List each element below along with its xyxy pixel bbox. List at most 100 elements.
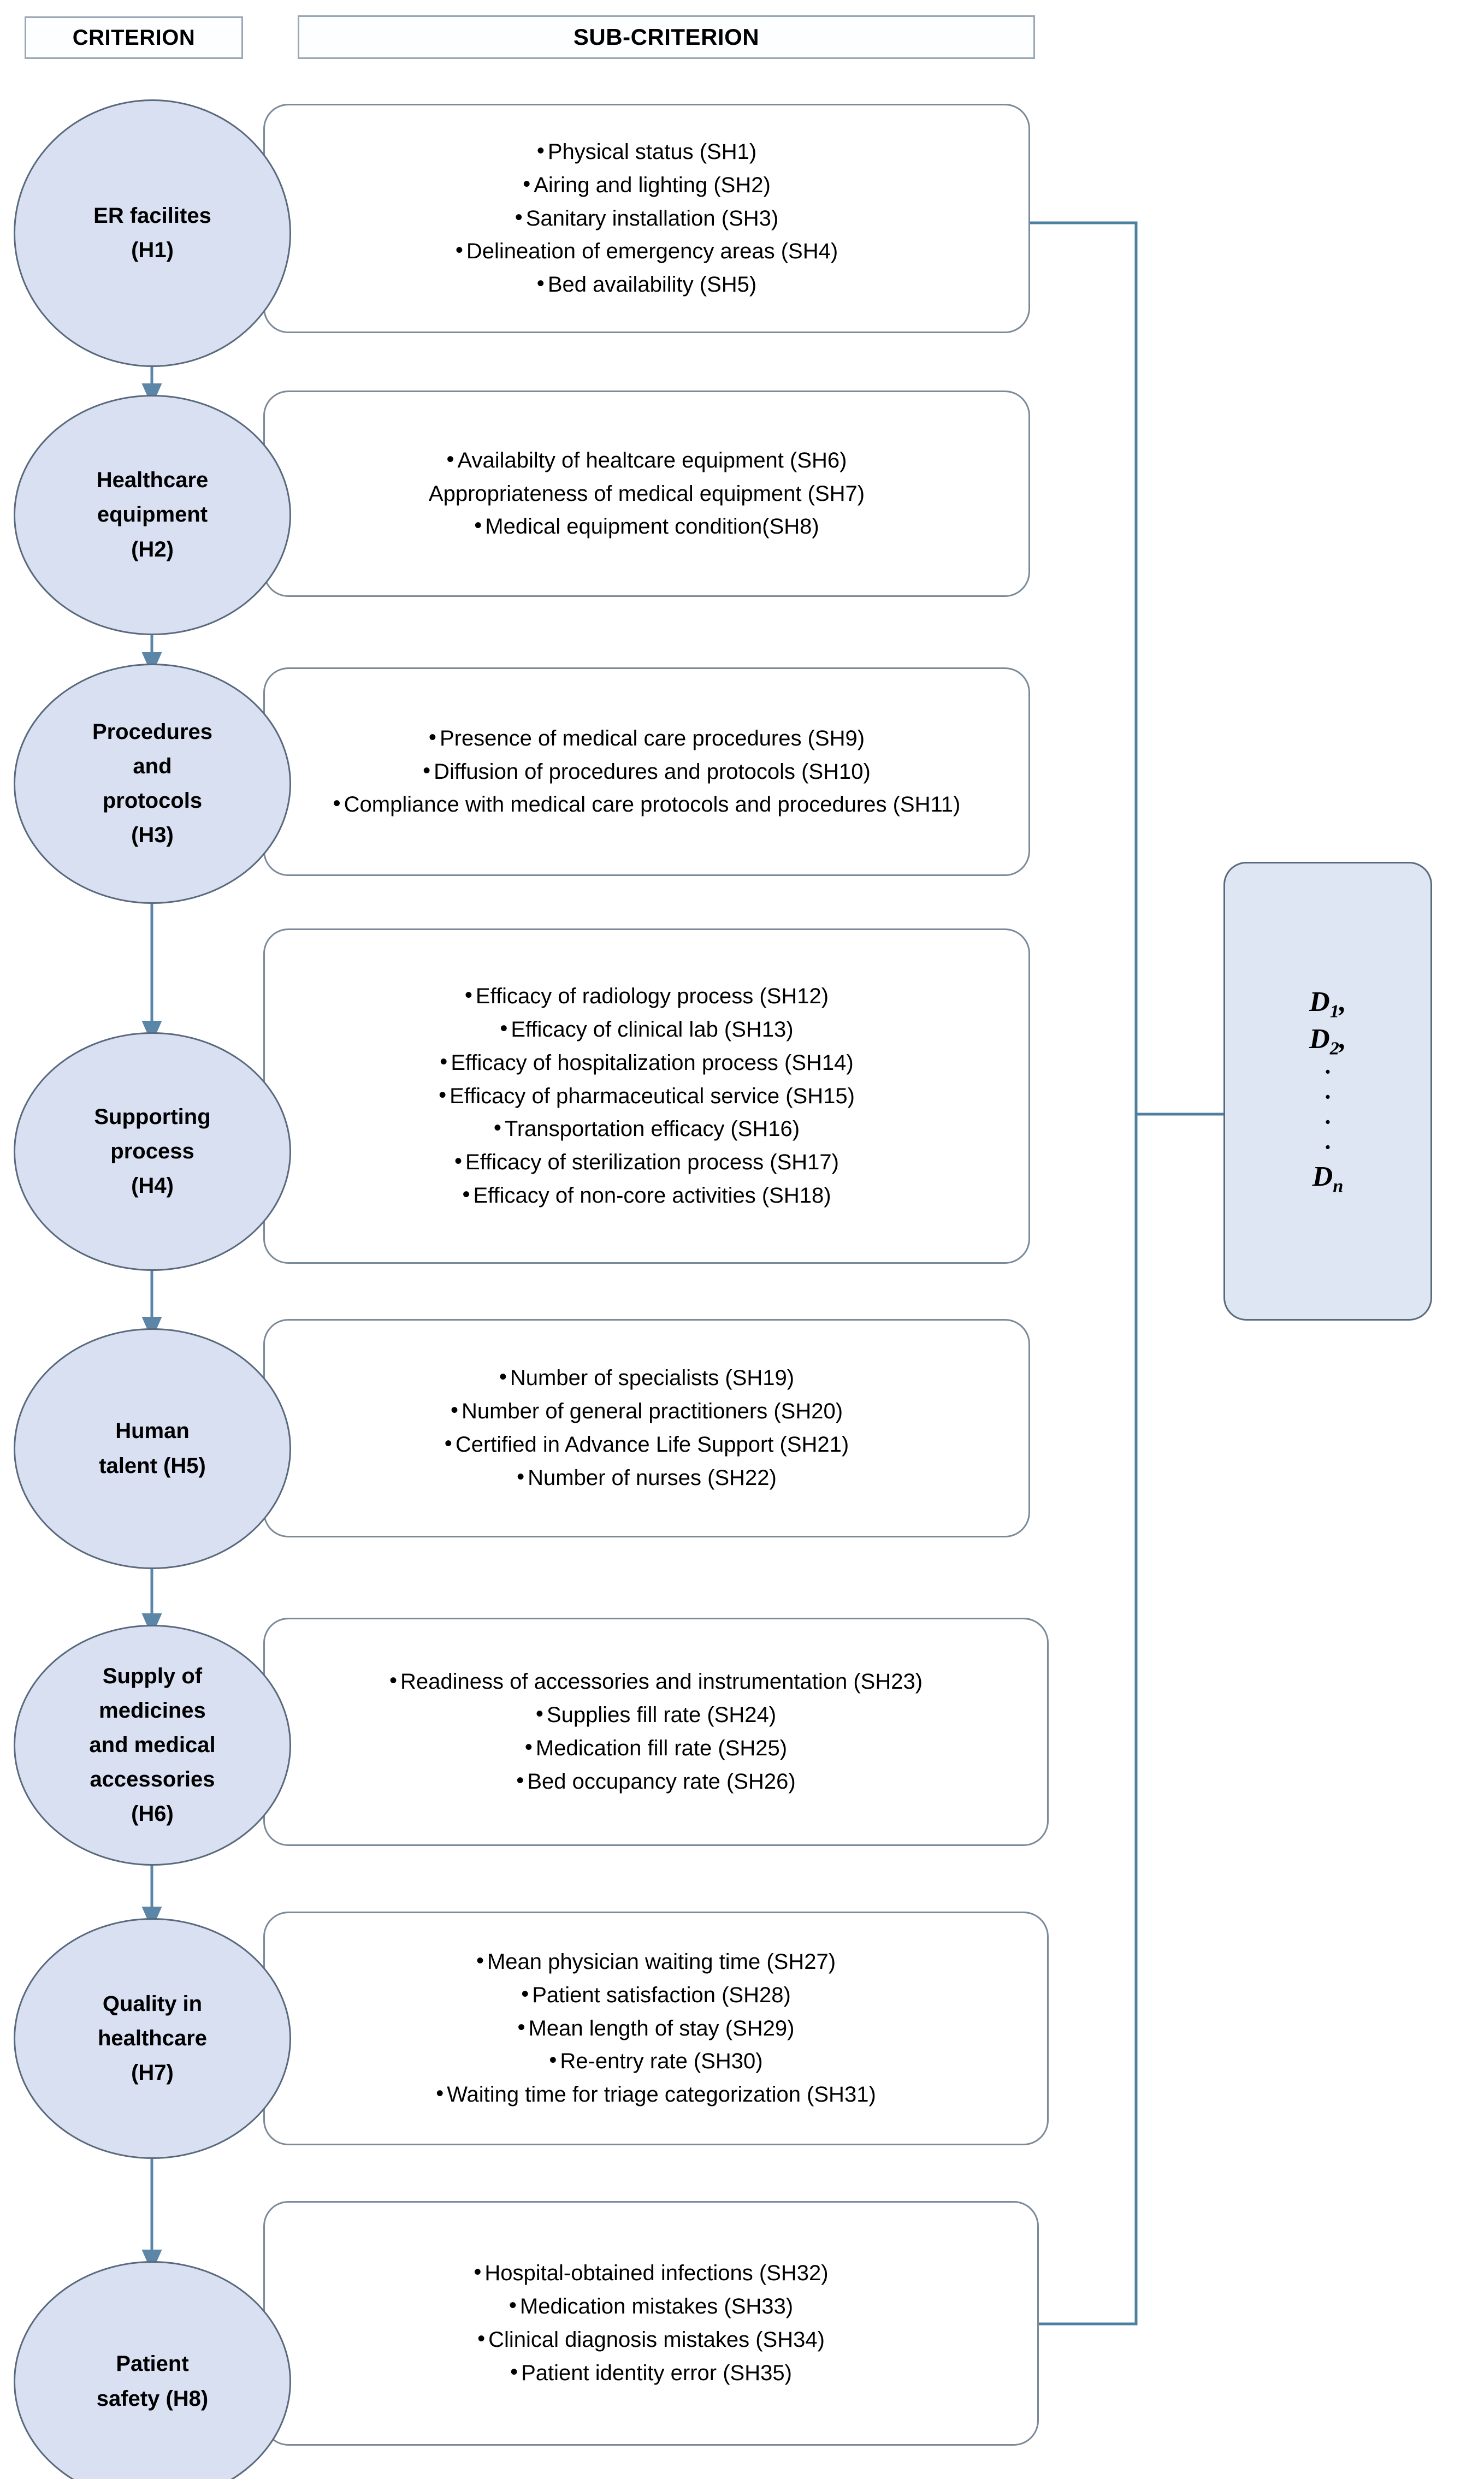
subcriterion-item: •Presence of medical care procedures (SH… bbox=[281, 722, 1012, 755]
alternative-Dn: Dn bbox=[1312, 1161, 1344, 1197]
subcriterion-label: Efficacy of clinical lab (SH13) bbox=[511, 1017, 794, 1042]
subcriterion-label: Efficacy of sterilization process (SH17) bbox=[465, 1150, 839, 1175]
bullet-icon: • bbox=[536, 139, 545, 163]
subcriterion-item: •Physical status (SH1) bbox=[281, 135, 1012, 169]
subcriterion-item: •Airing and lighting (SH2) bbox=[281, 169, 1012, 202]
bullet-icon: • bbox=[536, 271, 545, 296]
criterion-node-H5[interactable]: Human talent (H5) bbox=[14, 1328, 291, 1569]
criterion-node-H8[interactable]: Patient safety (H8) bbox=[14, 2261, 291, 2479]
subcriterion-item: •Efficacy of pharmaceutical service (SH1… bbox=[281, 1080, 1012, 1113]
criterion-label-H5: Human talent (H5) bbox=[99, 1419, 206, 1478]
subcriterion-label: Clinical diagnosis mistakes (SH34) bbox=[488, 2328, 825, 2352]
subcriterion-item: •Patient identity error (SH35) bbox=[281, 2357, 1021, 2390]
subcriterion-label: Delineation of emergency areas (SH4) bbox=[466, 239, 838, 264]
subcriterion-item: •Medication mistakes (SH33) bbox=[281, 2290, 1021, 2323]
criterion-node-H6[interactable]: Supply of medicines and medical accessor… bbox=[14, 1625, 291, 1866]
subcriterion-item: •Delineation of emergency areas (SH4) bbox=[281, 235, 1012, 268]
subcriteria-list-H8: •Hospital-obtained infections (SH32)•Med… bbox=[281, 2257, 1021, 2389]
bullet-icon: • bbox=[455, 238, 463, 263]
subcriterion-item: •Bed availability (SH5) bbox=[281, 268, 1012, 301]
criterion-node-H3[interactable]: Procedures and protocols (H3) bbox=[14, 664, 291, 904]
header-criterion: CRITERION bbox=[25, 16, 243, 59]
bullet-icon: • bbox=[439, 1082, 447, 1107]
subcriteria-box-H6: • Readiness of accessories and instrument… bbox=[263, 1618, 1049, 1846]
alternatives-ellipsis-dot: · bbox=[1323, 1134, 1332, 1161]
subcriterion-label: Readiness of accessories and instrumenta… bbox=[400, 1670, 923, 1694]
subcriteria-list-H2: •Availabilty of healtcare equipment (SH6… bbox=[281, 444, 1012, 543]
subcriterion-label: Appropriateness of medical equipment (SH… bbox=[428, 481, 865, 506]
subcriteria-list-H3: •Presence of medical care procedures (SH… bbox=[281, 722, 1012, 821]
subcriterion-label: Medical equipment condition(SH8) bbox=[485, 514, 819, 539]
bullet-icon: • bbox=[474, 2260, 482, 2285]
subcriterion-item: •Sanitary installation (SH3) bbox=[281, 202, 1012, 235]
subcriterion-label: Presence of medical care procedures (SH9… bbox=[439, 726, 865, 750]
subcriterion-label: Airing and lighting (SH2) bbox=[534, 173, 771, 197]
subcriterion-label: Medication fill rate (SH25) bbox=[535, 1736, 788, 1760]
subcriterion-item: •Efficacy of sterilization process (SH17… bbox=[281, 1146, 1012, 1179]
subcriterion-label: Number of nurses (SH22) bbox=[528, 1465, 777, 1490]
subcriterion-label: Patient identity error (SH35) bbox=[521, 2360, 792, 2385]
bullet-icon: • bbox=[523, 171, 531, 196]
subcriterion-item: •Medication fill rate (SH25) bbox=[281, 1732, 1031, 1765]
subcriteria-box-H8: •Hospital-obtained infections (SH32)•Med… bbox=[263, 2201, 1039, 2446]
subcriterion-item: •Efficacy of non-core activities (SH18) bbox=[281, 1179, 1012, 1212]
bullet-icon: • bbox=[524, 1735, 533, 1759]
subcriteria-box-H3: •Presence of medical care procedures (SH… bbox=[263, 667, 1030, 876]
bullet-icon: • bbox=[509, 2293, 517, 2318]
alternatives-box[interactable]: D1,D2,····Dn bbox=[1223, 862, 1432, 1321]
subcriterion-item: •Readiness of accessories and instrument… bbox=[281, 1665, 1031, 1699]
criterion-label-H3: Procedures and protocols (H3) bbox=[92, 719, 213, 848]
bullet-icon: • bbox=[446, 447, 454, 471]
bullet-icon: • bbox=[333, 791, 341, 816]
bullet-icon: • bbox=[477, 2327, 486, 2351]
subcriterion-item: •Availabilty of healtcare equipment (SH6… bbox=[281, 444, 1012, 477]
subcriterion-label: Certified in Advance Life Support (SH21) bbox=[455, 1433, 849, 1457]
subcriteria-box-H7: •Mean physician waiting time (SH27)•Pati… bbox=[263, 1912, 1049, 2145]
subcriteria-box-H4: •Efficacy of radiology process (SH12)•Ef… bbox=[263, 928, 1030, 1264]
subcriterion-label: Re-entry rate (SH30) bbox=[560, 2049, 763, 2074]
subcriterion-label: Efficacy of non-core activities (SH18) bbox=[473, 1183, 831, 1208]
bullet-icon: • bbox=[517, 1464, 525, 1489]
bullet-icon: • bbox=[450, 1398, 458, 1423]
subcriteria-list-H1: •Physical status (SH1)•Airing and lighti… bbox=[281, 135, 1012, 301]
subcriterion-label: Bed occupancy rate (SH26) bbox=[527, 1769, 796, 1794]
subcriterion-item: •Compliance with medical care protocols … bbox=[281, 788, 1012, 821]
subcriterion-item: •Diffusion of procedures and protocols (… bbox=[281, 755, 1012, 789]
bullet-icon: • bbox=[499, 1365, 507, 1389]
subcriteria-list-H4: •Efficacy of radiology process (SH12)•Ef… bbox=[281, 980, 1012, 1212]
subcriterion-item: •Clinical diagnosis mistakes (SH34) bbox=[281, 2323, 1021, 2357]
bullet-icon: • bbox=[549, 2048, 557, 2073]
subcriteria-list-H7: •Mean physician waiting time (SH27)•Pati… bbox=[281, 1945, 1031, 2111]
alternatives-ellipsis-dot: · bbox=[1323, 1108, 1332, 1135]
subcriterion-item: •Medical equipment condition(SH8) bbox=[281, 510, 1012, 543]
bullet-icon: • bbox=[436, 2081, 444, 2106]
bullet-icon: • bbox=[428, 725, 436, 749]
criterion-label-H4: Supporting process (H4) bbox=[94, 1104, 211, 1198]
subcriterion-item: •Efficacy of hospitalization process (SH… bbox=[281, 1046, 1012, 1080]
criterion-label-H8: Patient safety (H8) bbox=[96, 2352, 209, 2411]
alternatives-stack: D1,D2,····Dn bbox=[1309, 985, 1346, 1197]
bullet-icon: • bbox=[423, 758, 431, 783]
subcriterion-item: •Bed occupancy rate (SH26) bbox=[281, 1765, 1031, 1798]
bullet-icon: • bbox=[521, 1981, 529, 2006]
subcriteria-box-H2: •Availabilty of healtcare equipment (SH6… bbox=[263, 391, 1030, 597]
alternatives-bracket bbox=[1030, 221, 1223, 2326]
criterion-node-H4[interactable]: Supporting process (H4) bbox=[14, 1032, 291, 1271]
criterion-node-H2[interactable]: Healthcare equipment (H2) bbox=[14, 395, 291, 635]
subcriterion-item: •Number of specialists (SH19) bbox=[281, 1362, 1012, 1395]
alternatives-ellipsis-dot: · bbox=[1323, 1058, 1332, 1085]
subcriterion-item: •Number of general practitioners (SH20) bbox=[281, 1395, 1012, 1428]
bullet-icon: • bbox=[493, 1116, 501, 1140]
subcriterion-label: Diffusion of procedures and protocols (S… bbox=[434, 759, 871, 784]
bullet-icon: • bbox=[464, 983, 472, 1008]
subcriterion-item: •Mean length of stay (SH29) bbox=[281, 2012, 1031, 2045]
bullet-icon: • bbox=[517, 2015, 525, 2039]
subcriterion-item: •Supplies fill rate (SH24) bbox=[281, 1699, 1031, 1732]
criterion-label-H2: Healthcare equipment (H2) bbox=[96, 468, 209, 561]
criterion-node-H1[interactable]: ER facilites (H1) bbox=[14, 99, 291, 367]
criterion-node-H7[interactable]: Quality in healthcare (H7) bbox=[14, 1918, 291, 2159]
bullet-icon: • bbox=[462, 1182, 470, 1206]
subcriteria-list-H6: • Readiness of accessories and instrument… bbox=[281, 1665, 1031, 1798]
criterion-label-H6: Supply of medicines and medical accessor… bbox=[89, 1664, 216, 1826]
